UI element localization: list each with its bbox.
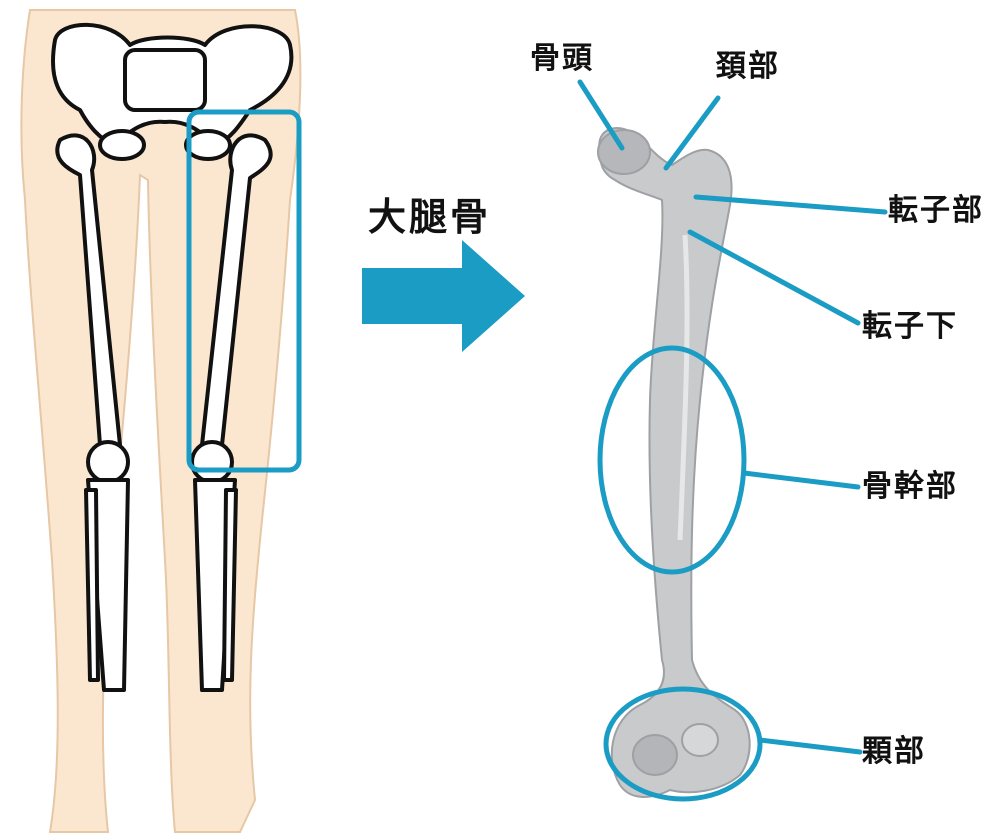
shaft-leader-line — [744, 473, 858, 487]
trochanter-label: 転子部 — [888, 196, 984, 226]
condyle-label: 顆部 — [862, 737, 926, 767]
arrow-right-icon — [362, 240, 525, 352]
shaft-label: 骨幹部 — [862, 472, 958, 502]
sacrum — [125, 50, 205, 110]
subtrochanter-label: 転子下 — [862, 312, 958, 342]
body-silhouette — [21, 10, 300, 832]
head-label: 骨頭 — [530, 44, 594, 74]
neck-label: 頚部 — [716, 52, 780, 82]
condyle-leader-line — [760, 740, 860, 752]
diagram-title: 大腿骨 — [368, 198, 491, 236]
